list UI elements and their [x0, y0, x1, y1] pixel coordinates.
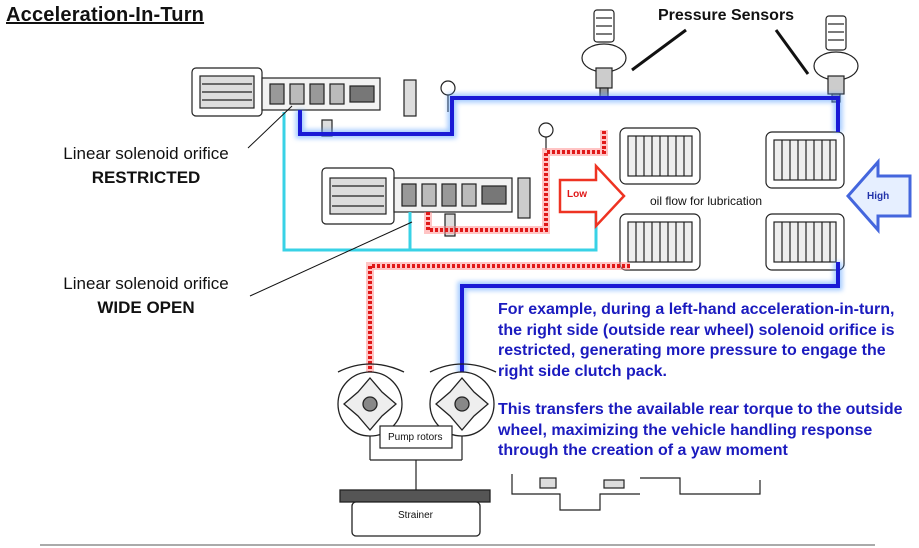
- pressure-sensor-left: [581, 9, 627, 99]
- strainer-label: Strainer: [398, 510, 434, 521]
- orifice-pointer-lines: [247, 105, 413, 297]
- lower-solenoid-valve: [321, 167, 531, 225]
- pressure-sensors-label: Pressure Sensors: [658, 7, 795, 24]
- solenoid-open-label: Linear solenoid orifice WIDE OPEN: [40, 272, 252, 320]
- clutch-pack-right-bottom: [765, 213, 845, 271]
- page-title: Acceleration-In-Turn: [6, 4, 205, 26]
- strainer: [339, 489, 491, 537]
- clutch-pack-left-bottom: [619, 213, 701, 271]
- lubrication-label: oil flow for lubrication: [650, 194, 763, 208]
- solenoid-open-state: WIDE OPEN: [97, 298, 195, 317]
- high-pressure-lines: [298, 96, 840, 380]
- explanation-paragraph-1: For example, during a left-hand accelera…: [498, 301, 895, 380]
- low-flow-arrow: [558, 162, 626, 230]
- clutch-pack-left-top: [619, 127, 701, 185]
- pump-housing: [369, 425, 463, 490]
- pressure-sensor-right: [813, 15, 859, 103]
- solenoid-open-text: Linear solenoid orifice: [63, 274, 229, 293]
- pressure-sensor-pointers: [631, 28, 810, 75]
- high-flow-label: High: [867, 191, 890, 202]
- pump-rotor-right: [429, 363, 497, 437]
- upper-solenoid-valve: [191, 67, 381, 117]
- explanation-paragraph-2: This transfers the available rear torque…: [498, 401, 903, 459]
- pressure-gauge-middle: [538, 122, 554, 150]
- low-flow-label: Low: [567, 189, 587, 200]
- solenoid-restricted-text: Linear solenoid orifice: [63, 144, 229, 163]
- pump-rotors-label: Pump rotors: [388, 432, 443, 443]
- pump-rotor-left: [337, 363, 405, 437]
- accumulator-lower: [444, 213, 456, 237]
- partial-drawing: [511, 474, 761, 511]
- solenoid-restricted-state: RESTRICTED: [91, 168, 201, 187]
- high-flow-arrow: [845, 158, 912, 234]
- accumulator-upper: [321, 79, 417, 137]
- clutch-pack-right-top: [765, 131, 845, 189]
- low-pressure-lines: [368, 130, 630, 378]
- solenoid-restricted-label: Linear solenoid orifice RESTRICTED: [40, 142, 252, 190]
